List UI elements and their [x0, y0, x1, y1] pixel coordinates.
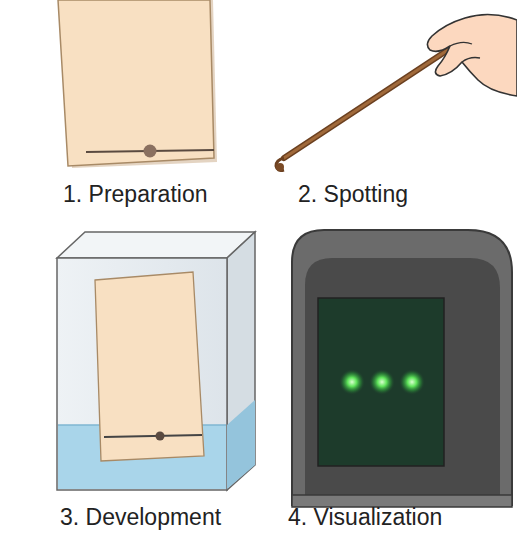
development-tank [57, 232, 255, 490]
step-caption: 4. Visualization [288, 503, 442, 531]
step-caption: 1. Preparation [63, 180, 207, 208]
tlc-plate [58, 0, 217, 168]
step-caption: 3. Development [60, 503, 221, 531]
capillary-hand [276, 14, 517, 171]
uv-cabinet [292, 230, 512, 507]
step-caption: 2. Spotting [298, 180, 408, 208]
